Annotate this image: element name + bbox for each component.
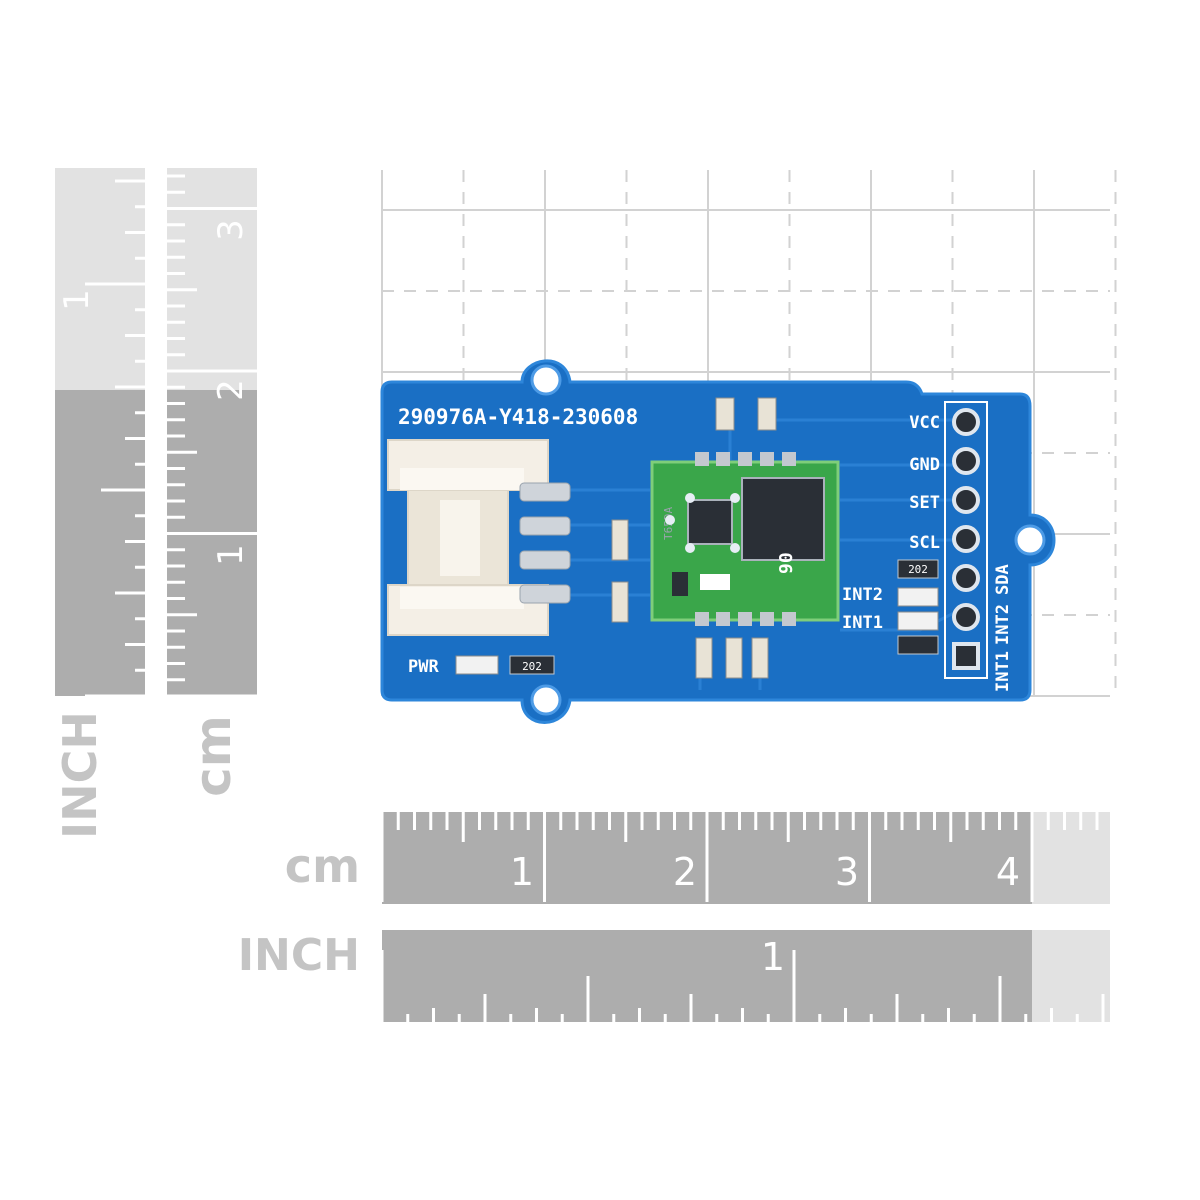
int-resistor-marking: 202 xyxy=(908,563,928,576)
h-inch-label: INCH xyxy=(238,930,360,981)
header-pin xyxy=(952,486,980,514)
module-marking: 90 xyxy=(776,552,797,574)
vertical-cm-ruler xyxy=(167,168,257,698)
pin-label-vcc: VCC xyxy=(909,413,940,433)
pin-label-sda: SDA xyxy=(993,564,1013,595)
v-cm-number-3: 3 xyxy=(211,219,251,241)
sensor-module: T65DA 90 xyxy=(650,460,840,622)
pwr-resistor-marking: 202 xyxy=(522,660,542,673)
v-cm-number-1: 1 xyxy=(211,544,251,566)
pin-label-int1: INT1 xyxy=(993,651,1013,692)
v-inch-number-1: 1 xyxy=(57,289,97,311)
pin-label-scl: SCL xyxy=(909,533,940,553)
v-inch-label: INCH xyxy=(53,711,107,839)
main-ic xyxy=(741,477,825,561)
vertical-inch-ruler xyxy=(55,168,145,698)
int2-led-label: INT2 xyxy=(842,585,883,605)
pin-label-gnd: GND xyxy=(909,455,940,475)
board-part-code: 290976A-Y418-230608 xyxy=(398,405,638,429)
mount-hole-bottom xyxy=(530,684,562,716)
int2-led xyxy=(897,587,939,607)
h-cm-number-3: 3 xyxy=(835,850,859,894)
mount-hole-top xyxy=(530,364,562,396)
header-pin xyxy=(952,642,980,670)
pin-label-set: SET xyxy=(909,493,940,513)
h-inch-number-1: 1 xyxy=(761,935,785,979)
smd-components xyxy=(611,397,796,679)
pin-header-outline xyxy=(944,401,988,679)
pin-label-int2: INT2 xyxy=(993,604,1013,645)
h-cm-number-2: 2 xyxy=(673,850,697,894)
mount-hole-right xyxy=(1014,524,1046,556)
pwr-label: PWR xyxy=(408,657,439,677)
secondary-ic xyxy=(687,499,733,545)
header-pin xyxy=(952,525,980,553)
horizontal-inch-ruler xyxy=(380,930,1110,1022)
header-pin xyxy=(952,603,980,631)
h-cm-label: cm xyxy=(285,839,360,893)
header-pin xyxy=(952,447,980,475)
h-cm-number-1: 1 xyxy=(510,850,534,894)
v-inch-number-2: 2 xyxy=(211,379,251,401)
pwr-led xyxy=(455,655,499,675)
pwr-resistor xyxy=(509,655,555,675)
horizontal-cm-ruler xyxy=(380,812,1115,904)
grove-sensor-board: 290976A-Y418-230608 T65DA xyxy=(380,359,1056,724)
grove-connector xyxy=(387,439,571,636)
int1-led xyxy=(897,611,939,631)
v-cm-label: cm xyxy=(184,715,242,797)
pin-header xyxy=(952,408,980,670)
header-pin xyxy=(952,564,980,592)
header-pin xyxy=(952,408,980,436)
int1-led-label: INT1 xyxy=(842,613,883,633)
h-cm-number-4: 4 xyxy=(996,850,1020,894)
int-resistor xyxy=(897,559,939,579)
